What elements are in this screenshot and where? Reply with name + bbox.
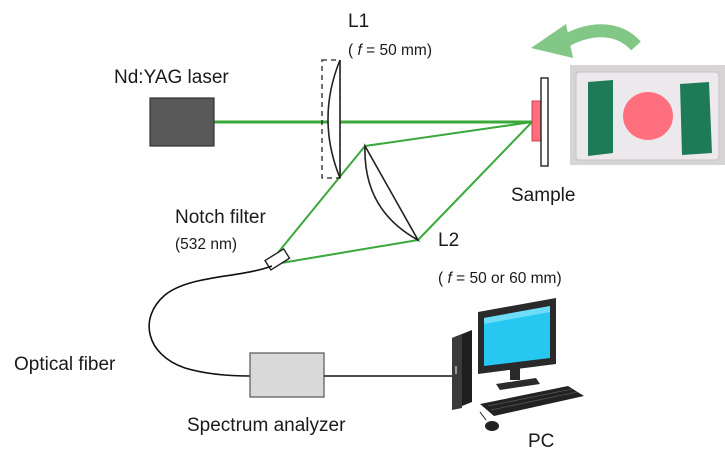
l1-focal-label: ( f = 50 mm) (348, 42, 432, 59)
laser-label: Nd:YAG laser (114, 67, 229, 88)
optical-fiber (148, 265, 273, 377)
sample-photo (570, 65, 725, 165)
pc-label: PC (528, 431, 554, 452)
l1-label: L1 (348, 11, 369, 32)
spectrum-analyzer-box (249, 352, 325, 398)
laser-box (149, 97, 215, 147)
l2-label: L2 (438, 230, 459, 251)
sample-spot (531, 100, 542, 142)
spectrum-analyzer-label: Spectrum analyzer (187, 415, 346, 436)
curved-arrow (531, 24, 641, 58)
notch-filter (264, 247, 291, 271)
sample-holder (540, 77, 549, 167)
lens-l2 (364, 143, 421, 243)
notch-filter-label: Notch filter (175, 207, 266, 228)
notch-wavelength-label: (532 nm) (175, 236, 237, 253)
pc-icon (452, 298, 584, 431)
lens-l1 (321, 59, 341, 179)
optical-fiber-label: Optical fiber (14, 354, 116, 375)
scattered-rays (271, 121, 533, 265)
l2-focal-label: ( f = 50 or 60 mm) (438, 270, 562, 287)
sample-label: Sample (511, 185, 575, 206)
